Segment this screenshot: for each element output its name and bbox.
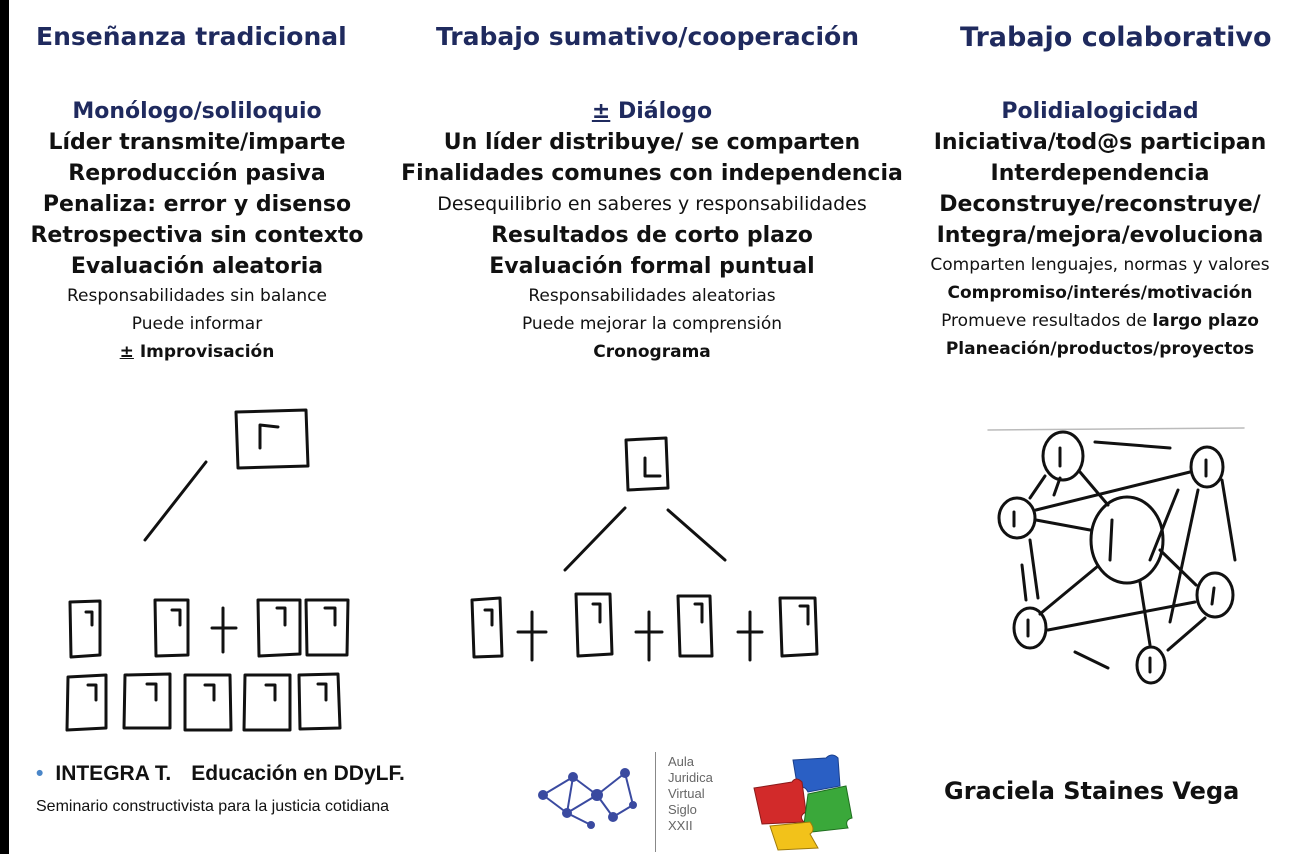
column-0-line-4: Retrospectiva sin contexto	[2, 220, 392, 251]
column-1-line-7: Puede mejorar la comprensión	[382, 310, 922, 338]
line-text: Iniciativa/tod@s participan	[933, 130, 1267, 155]
line-text: Puede mejorar la comprensión	[521, 314, 783, 334]
plus-minus-symbol: ±	[591, 99, 611, 124]
column-2-line-5: Comparten lenguajes, normas y valores	[900, 251, 1300, 279]
line-text: Deconstruye/reconstruye/	[939, 192, 1261, 217]
aula-network-logo-icon	[538, 768, 637, 829]
column-0-line-0: Monólogo/soliloquio	[2, 96, 392, 127]
column-1-line-2: Finalidades comunes con independencia	[382, 158, 922, 189]
footer-title: • INTEGRA T. Educación en DDyLF.	[36, 762, 405, 786]
column-2-line-3: Deconstruye/reconstruye/	[900, 189, 1300, 220]
footer-title-education: Educación en DDyLF.	[191, 762, 405, 785]
line-text: Promueve resultados de	[941, 311, 1147, 331]
column-2-line-6: Compromiso/interés/motivación	[900, 279, 1300, 307]
author-name: Graciela Staines Vega	[944, 777, 1240, 805]
line-text: Monólogo/soliloquio	[72, 99, 322, 124]
column-2-line-2: Interdependencia	[900, 158, 1300, 189]
line-text: Finalidades comunes con independencia	[401, 161, 903, 186]
line-text: Interdependencia	[990, 161, 1210, 186]
footer-subtitle: Seminario constructivista para la justic…	[36, 798, 390, 815]
column-0-line-2: Reproducción pasiva	[2, 158, 392, 189]
line-text: Comparten lenguajes, normas y valores	[930, 255, 1270, 275]
line-text: Retrospectiva sin contexto	[30, 223, 364, 248]
column-2-line-0: Polidialogicidad	[900, 96, 1300, 127]
line-text: Polidialogicidad	[1001, 99, 1199, 124]
column-0-line-3: Penaliza: error y disenso	[2, 189, 392, 220]
line-text: Puede informar	[131, 314, 263, 334]
line-text: Compromiso/interés/motivación	[947, 283, 1253, 303]
column-0-line-8: ± Improvisación	[2, 338, 392, 366]
line-text: Reproducción pasiva	[68, 161, 326, 186]
line-text: Planeación/productos/proyectos	[945, 339, 1255, 359]
column-1-line-5: Evaluación formal puntual	[382, 251, 922, 282]
line-text: Un líder distribuye/ se comparten	[443, 130, 861, 155]
line-text: Responsabilidades sin balance	[67, 286, 327, 306]
column-2-line-8: Planeación/productos/proyectos	[900, 335, 1300, 363]
aula-line-1: Juridica	[668, 770, 713, 785]
column-1-line-0: ± Diálogo	[382, 96, 922, 127]
column-title-summative: Trabajo sumativo/cooperación	[436, 22, 860, 51]
column-1-line-3: Desequilibrio en saberes y responsabilid…	[382, 189, 922, 220]
puzzle-pieces-icon	[753, 754, 853, 851]
column-2-line-4: Integra/mejora/evoluciona	[900, 220, 1300, 251]
aula-line-3: Siglo	[668, 802, 697, 817]
line-text: Líder transmite/imparte	[48, 130, 346, 155]
column-2-line-7: Promueve resultados de largo plazo	[900, 307, 1300, 335]
column-2-line-1: Iniciativa/tod@s participan	[900, 127, 1300, 158]
line-text-emphasis: largo plazo	[1152, 311, 1259, 331]
line-text: Resultados de corto plazo	[491, 223, 813, 248]
column-0-line-7: Puede informar	[2, 310, 392, 338]
column-0-line-5: Evaluación aleatoria	[2, 251, 392, 282]
plus-minus-symbol: ±	[119, 342, 134, 362]
bullet-icon: •	[36, 762, 44, 785]
column-0-line-6: Responsabilidades sin balance	[2, 282, 392, 310]
footer-credits: • INTEGRA T. Educación en DDyLF. Seminario…	[36, 762, 405, 816]
logo-divider	[655, 752, 656, 852]
column-title-collaborative: Trabajo colaborativo	[960, 22, 1272, 53]
column-summative-lines: ± Diálogo Un líder distribuye/ se compart…	[382, 96, 922, 366]
column-1-line-8: Cronograma	[382, 338, 922, 366]
line-text: Integra/mejora/evoluciona	[936, 223, 1264, 248]
line-text: Diálogo	[617, 99, 713, 124]
column-title-traditional: Enseñanza tradicional	[36, 22, 347, 51]
aula-line-0: Aula	[668, 754, 695, 769]
line-text: Evaluación formal puntual	[489, 254, 815, 279]
line-text: Penaliza: error y disenso	[42, 192, 352, 217]
line-text: Evaluación aleatoria	[70, 254, 324, 279]
aula-line-4: XXII	[668, 818, 693, 833]
line-text: Improvisación	[139, 342, 275, 362]
aula-line-2: Virtual	[668, 786, 705, 801]
line-text: Responsabilidades aleatorias	[528, 286, 776, 306]
column-1-line-4: Resultados de corto plazo	[382, 220, 922, 251]
footer-title-integra: INTEGRA T.	[55, 762, 172, 785]
line-text: Cronograma	[593, 342, 711, 362]
left-border-bar	[0, 0, 9, 854]
column-0-line-1: Líder transmite/imparte	[2, 127, 392, 158]
column-1-line-1: Un líder distribuye/ se comparten	[382, 127, 922, 158]
column-1-line-6: Responsabilidades aleatorias	[382, 282, 922, 310]
line-text: Desequilibrio en saberes y responsabilid…	[437, 193, 867, 215]
